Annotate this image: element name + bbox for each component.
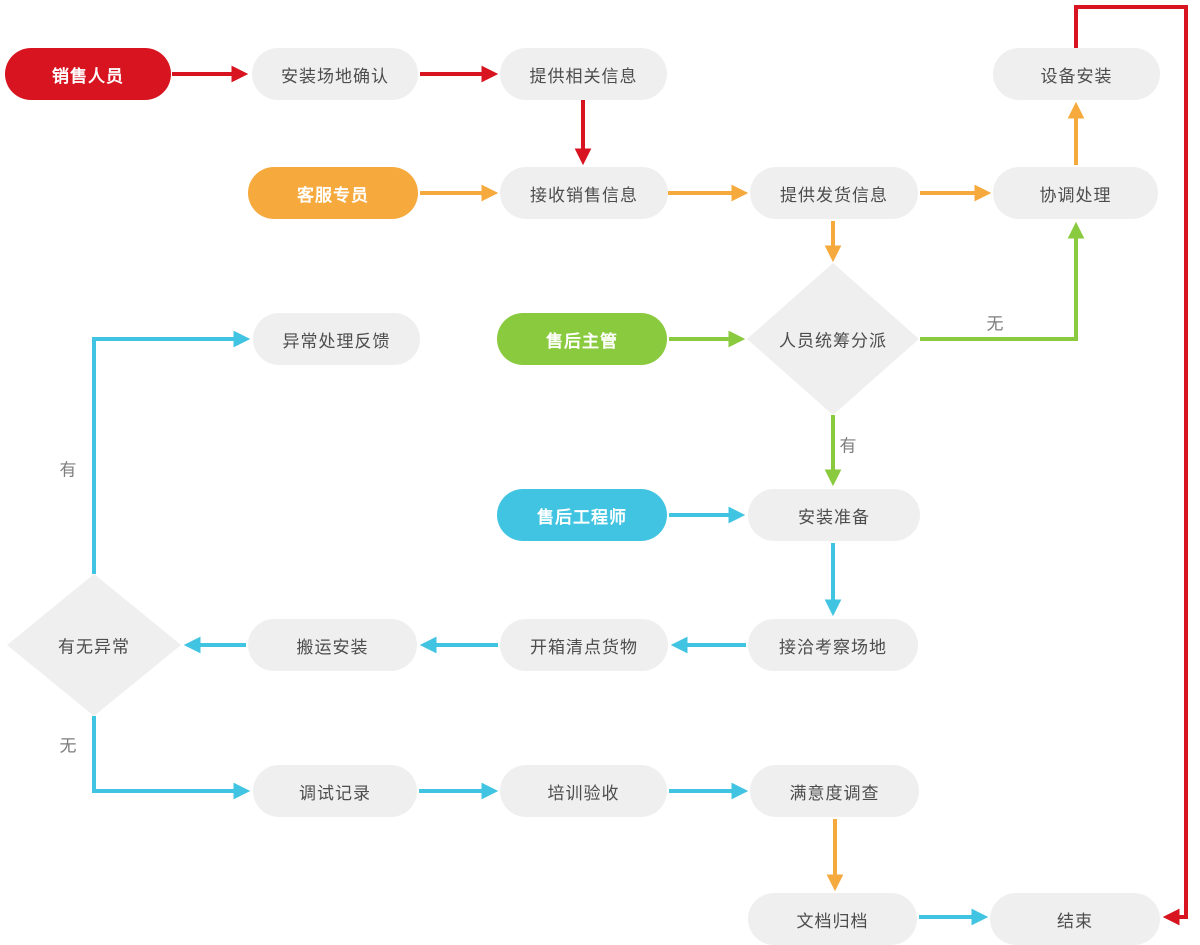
edge-staff-dispatch-no-to-coordinate (920, 221, 1085, 341)
node-confirm-site: 安装场地确认 (252, 48, 418, 100)
edge-label-yes-dispatch: 有 (839, 436, 857, 456)
edge-any-exception-yes-to-feedback (92, 330, 251, 574)
node-role-aftersales-manager: 售后主管 (497, 313, 667, 365)
edge-label-no-dispatch: 无 (986, 314, 1004, 334)
node-install-prep: 安装准备 (748, 489, 920, 541)
node-coordinate-handle: 协调处理 (993, 167, 1158, 219)
node-provide-shipping-info: 提供发货信息 (750, 167, 918, 219)
node-provide-info: 提供相关信息 (500, 48, 667, 100)
node-unpack-check-goods: 开箱清点货物 (500, 619, 668, 671)
node-end: 结束 (990, 893, 1160, 945)
edge-label-yes-exception: 有 (59, 460, 77, 480)
node-satisfaction-survey: 满意度调查 (750, 765, 919, 817)
edge-any-exception-no-to-debug-record (92, 716, 251, 800)
node-any-exception-label: 有无异常 (58, 637, 130, 657)
node-exception-feedback: 异常处理反馈 (253, 313, 420, 365)
node-staff-dispatch-shape (747, 263, 919, 415)
node-training-acceptance: 培训验收 (500, 765, 667, 817)
node-move-install: 搬运安装 (248, 619, 417, 671)
node-any-exception-shape (7, 574, 181, 716)
node-receive-sales-info: 接收销售信息 (500, 167, 668, 219)
node-role-aftersales-engineer: 售后工程师 (497, 489, 667, 541)
node-role-customer-service: 客服专员 (248, 167, 418, 219)
node-debug-record: 调试记录 (253, 765, 417, 817)
node-role-sales: 销售人员 (5, 48, 171, 100)
node-doc-archive: 文档归档 (748, 893, 917, 945)
node-equipment-install: 设备安装 (993, 48, 1160, 100)
edge-label-no-exception: 无 (59, 736, 77, 756)
node-site-survey: 接洽考察场地 (748, 619, 918, 671)
node-staff-dispatch-label: 人员统筹分派 (779, 331, 887, 351)
edge-equipment-install-to-end (1074, 5, 1188, 926)
